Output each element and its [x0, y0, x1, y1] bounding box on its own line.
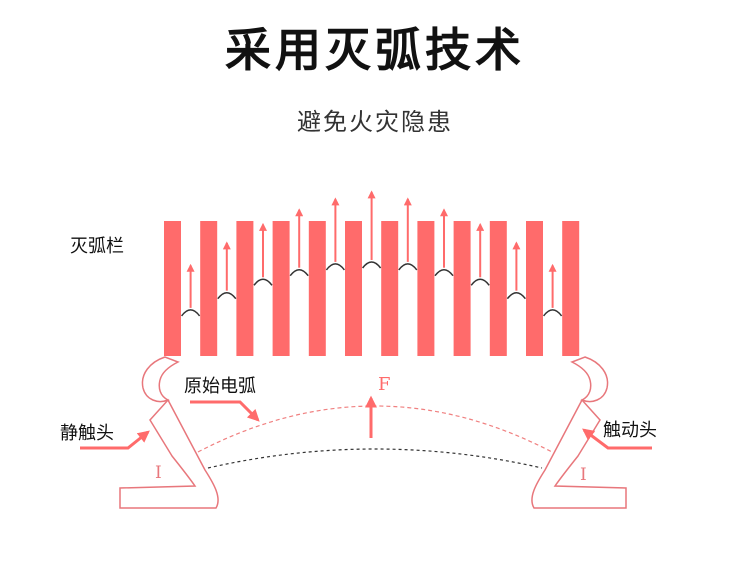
arc-segment — [181, 309, 201, 317]
arc-chute-plate — [272, 221, 290, 356]
original-arc-pointer — [190, 400, 260, 422]
arc-segment — [398, 263, 418, 271]
moving-contact-pointer — [582, 428, 652, 450]
arc-segment — [506, 291, 526, 300]
arc-segment — [362, 261, 382, 269]
original-arc-label: 原始电弧 — [184, 376, 256, 397]
page-title: 采用灭弧技术 — [225, 23, 525, 77]
static-contact-pointer — [80, 430, 150, 450]
current-label-left: I — [155, 463, 162, 483]
arc-chute-plate — [489, 221, 507, 356]
arc-segment — [325, 263, 345, 271]
arc-chute-plate — [417, 221, 435, 356]
moving-contact-body — [531, 398, 627, 509]
arc-chute-plate — [200, 221, 218, 356]
moving-contact-shape — [570, 356, 609, 403]
page-subtitle: 避免火灾隐患 — [297, 108, 453, 136]
split-arc-segments — [181, 261, 563, 317]
current-label-right: I — [580, 465, 587, 485]
arc-chute-plate — [526, 221, 543, 356]
static-contact-shape — [141, 356, 180, 403]
arc-segment — [217, 291, 237, 300]
arc-chute-plate — [345, 221, 362, 356]
moving-contact-label: 触动头 — [603, 420, 657, 441]
static-contact-body — [119, 398, 219, 509]
arc-chute-label: 灭弧栏 — [70, 236, 124, 257]
arc-chute-plate — [236, 221, 254, 356]
arc-chute-plate — [381, 221, 399, 356]
arc-chute-plates — [164, 221, 580, 356]
arc-segment — [543, 309, 563, 317]
arc-segment — [289, 268, 309, 277]
force-label: F — [378, 374, 391, 395]
upward-arrows — [186, 190, 557, 308]
arc-segment — [434, 268, 454, 277]
arc-segment — [470, 278, 490, 286]
lower-arc-dashed — [207, 448, 543, 469]
static-contact-label: 静触头 — [60, 423, 114, 444]
arc-chute-plate — [562, 221, 580, 356]
arc-chute-plate — [453, 221, 471, 356]
arc-chute-plate — [164, 221, 181, 356]
arc-chute-plate — [308, 221, 326, 356]
arc-segment — [253, 278, 273, 286]
